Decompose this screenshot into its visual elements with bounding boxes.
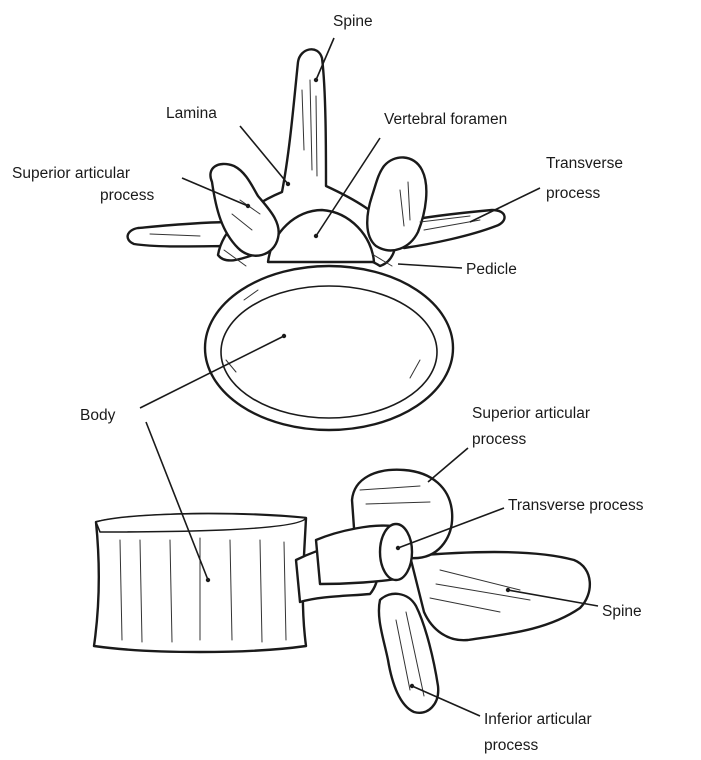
label-top-superior-articular-process-line1: Superior articular	[12, 165, 130, 182]
side-spine	[410, 552, 590, 640]
label-side-inferior-articular-process-line1: Inferior articular	[484, 711, 592, 728]
label-top-transverse-process-line2: process	[546, 185, 601, 202]
label-body: Body	[80, 407, 116, 424]
side-transverse-process-tip	[380, 524, 412, 580]
label-side-transverse-process: Transverse process	[508, 497, 644, 514]
label-top-superior-articular-process-line2: process	[100, 187, 155, 204]
label-side-superior-articular-process-line1: Superior articular	[472, 405, 590, 422]
label-top-vertebral-foramen: Vertebral foramen	[384, 111, 507, 128]
label-top-lamina: Lamina	[166, 105, 217, 122]
label-top-spine: Spine	[333, 13, 373, 30]
label-side-spine: Spine	[602, 603, 642, 620]
label-side-superior-articular-process-line2: process	[472, 431, 527, 448]
label-side-inferior-articular-process-line2: process	[484, 737, 539, 754]
top-left-transverse-process	[128, 222, 236, 247]
label-top-transverse-process-line1: Transverse	[546, 155, 623, 172]
label-top-pedicle: Pedicle	[466, 261, 517, 278]
